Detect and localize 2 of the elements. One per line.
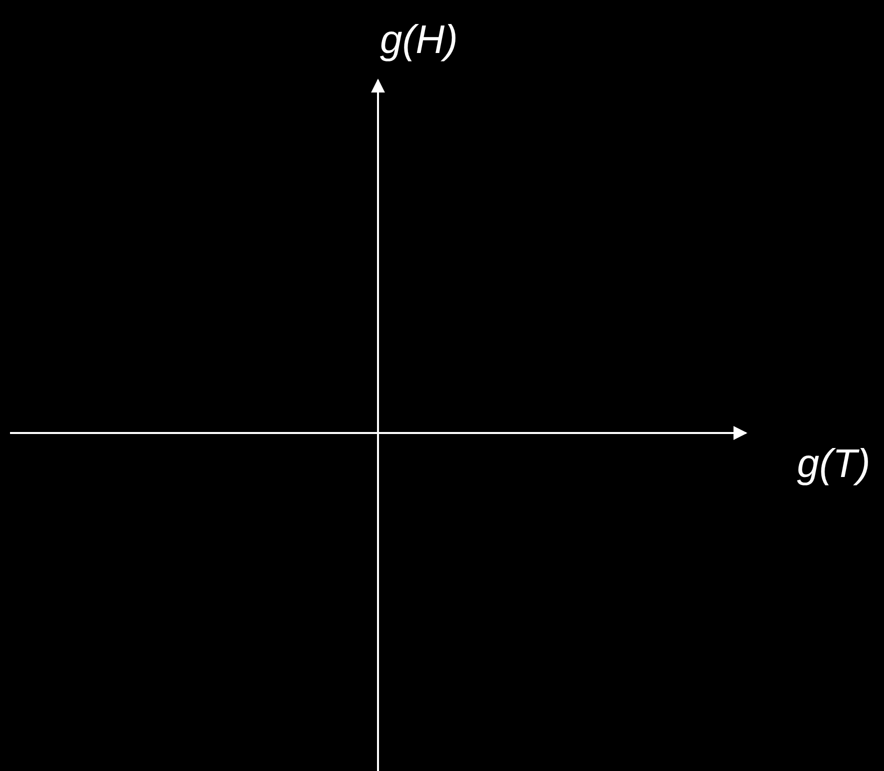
y-axis-label: g(H) bbox=[380, 20, 458, 60]
x-axis-label: g(T) bbox=[797, 444, 870, 484]
